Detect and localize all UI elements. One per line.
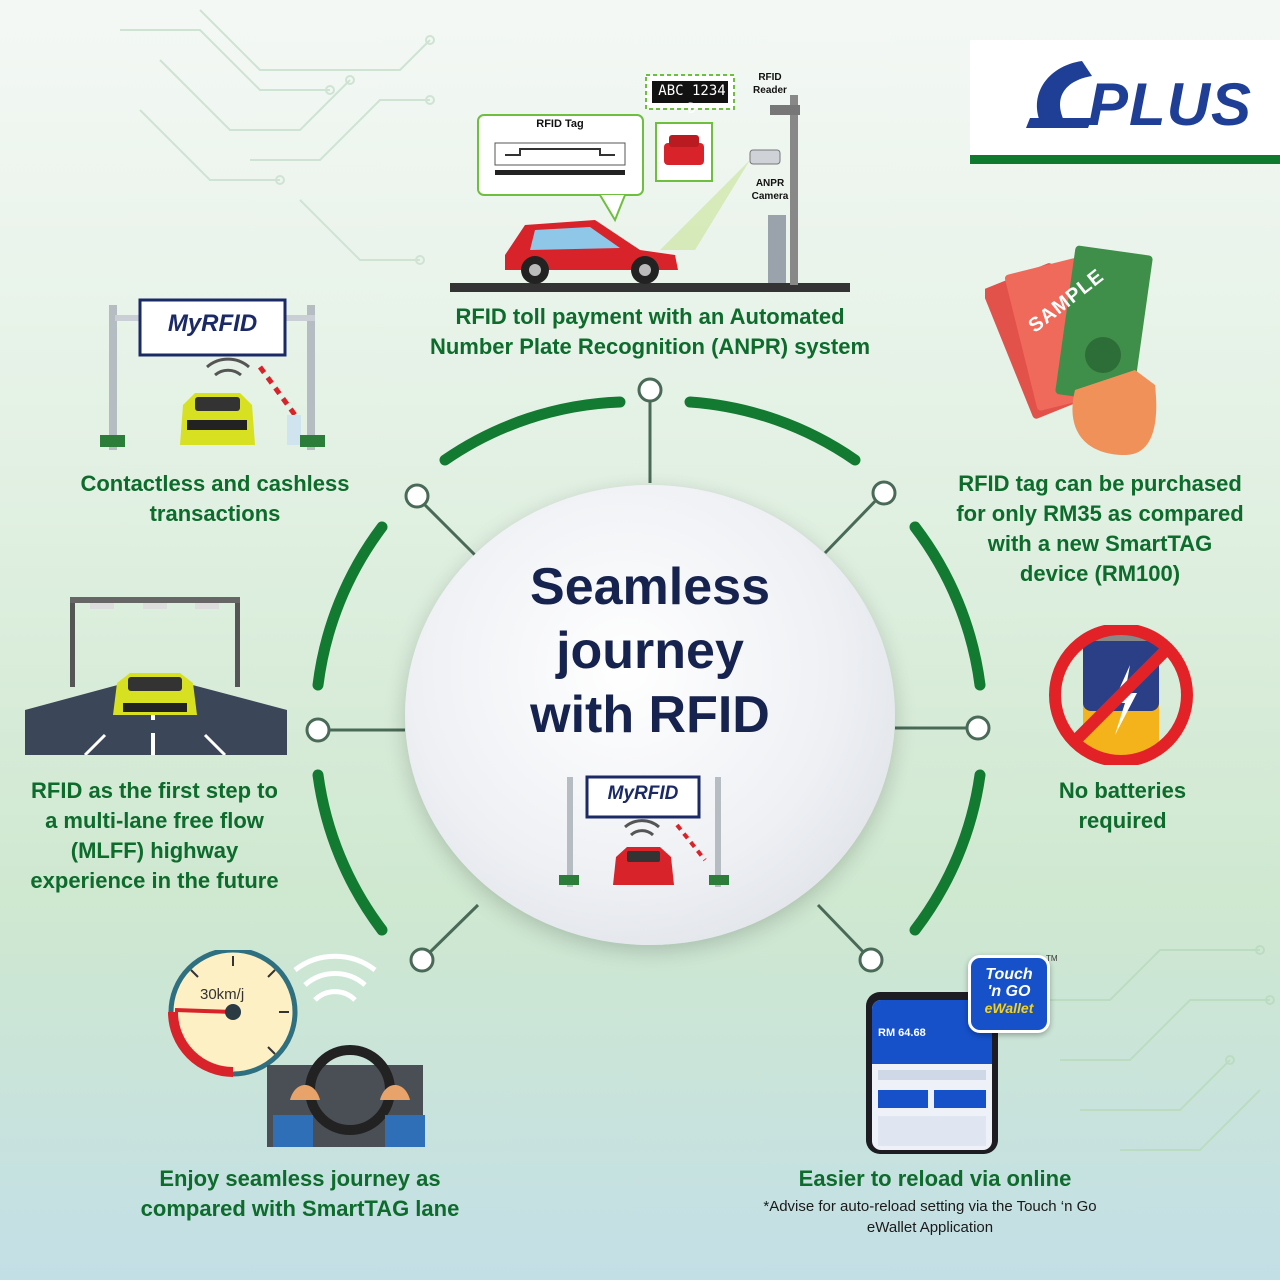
center-title-line: with RFID (530, 686, 770, 744)
phone-balance: RM 64.68 (878, 1027, 926, 1039)
caption-line: a multi-lane free flow (45, 808, 264, 833)
plus-logo-swoosh-icon (1026, 61, 1092, 128)
reload-caption: Easier to reload via online (798, 1166, 1072, 1191)
caption-line: with a new SmartTAG (987, 531, 1213, 556)
ewallet-logo-line: Touch (985, 966, 1033, 983)
plus-logo-text: PLUS (1088, 71, 1253, 138)
app-grid (878, 1116, 986, 1146)
note-line: eWallet Application (866, 1219, 994, 1236)
highway-illustration (25, 597, 287, 755)
speed-caption: Enjoy seamless journey as compared with … (120, 1164, 480, 1224)
rfid-reader-label: RFID Reader (745, 71, 795, 97)
center-title-line: journey (556, 622, 744, 680)
speed-gauge-label: 30km/j (200, 986, 245, 1003)
caption-line: required (1078, 808, 1167, 833)
rfid-reader-label-line: RFID (758, 72, 782, 83)
caption-line: compared with SmartTAG lane (140, 1196, 460, 1221)
caption-line: Enjoy seamless journey as (159, 1166, 441, 1191)
note-line: *Advise for auto-reload setting via the … (763, 1198, 1097, 1215)
app-icon-row (878, 1070, 986, 1080)
caption-line: RFID as the first step to (31, 778, 278, 803)
no-battery-icon (1049, 625, 1193, 765)
rfid-tag-label: RFID Tag (536, 118, 584, 130)
connector-nodes (305, 377, 991, 973)
license-plate-text: ABC 1234 D (658, 83, 726, 117)
caption-line: (MLFF) highway (70, 838, 239, 863)
trademark-symbol: TM (1046, 954, 1058, 963)
banknotes-hand-illustration (985, 245, 1157, 455)
app-card (934, 1090, 986, 1108)
circuit-lines-bottom-right (1040, 945, 1275, 1151)
center-gantry-illustration (559, 775, 729, 887)
price-caption: RFID tag can be purchased for only RM35 … (935, 469, 1265, 589)
ring-arcs (312, 396, 986, 936)
caption-line: experience in the future (30, 868, 279, 893)
circuit-lines-top-left (120, 9, 435, 265)
anpr-camera-label-line: ANPR (755, 178, 785, 189)
mlff-caption: RFID as the first step to a multi-lane f… (12, 776, 297, 896)
ewallet-logo-line: eWallet (984, 1000, 1034, 1016)
anpr-camera-label-line: Camera (751, 191, 789, 202)
ewallet-logo-line: 'n GO (987, 983, 1031, 1000)
caption-line: No batteries (1058, 778, 1187, 803)
connector-lines (318, 390, 978, 962)
center-circle: Seamless journey with RFID MyRFID (405, 485, 895, 945)
center-title: Seamless journey with RFID (405, 555, 895, 747)
caption-line: for only RM35 as compared (956, 501, 1244, 526)
caption-line: device (RM100) (1019, 561, 1181, 586)
caption-line: RFID toll payment with an Automated (455, 304, 845, 329)
caption-line: Number Plate Recognition (ANPR) system (429, 334, 871, 359)
anpr-scene-illustration (450, 74, 850, 292)
touch-n-go-ewallet-logo: Touch 'n GO eWallet (968, 955, 1050, 1033)
caption-line: transactions (149, 501, 281, 526)
caption-line: Contactless and cashless (80, 471, 350, 496)
caption-line: RFID tag can be purchased (958, 471, 1242, 496)
anpr-camera-label: ANPR Camera (745, 177, 795, 203)
battery-caption: No batteries required (1000, 776, 1245, 836)
center-title-line: Seamless (530, 558, 770, 616)
myrfid-badge: MyRFID (167, 310, 258, 337)
speedometer-dashboard-illustration (168, 950, 425, 1147)
myrfid-gantry-illustration (100, 298, 325, 450)
anpr-caption: RFID toll payment with an Automated Numb… (400, 302, 900, 362)
logo-band (970, 40, 1280, 164)
reload-note: *Advise for auto-reload setting via the … (720, 1196, 1140, 1238)
rfid-reader-label-line: Reader (753, 85, 787, 96)
contactless-caption: Contactless and cashless transactions (60, 469, 370, 529)
center-myrfid-badge: MyRFID (607, 783, 679, 804)
app-card (878, 1090, 928, 1108)
